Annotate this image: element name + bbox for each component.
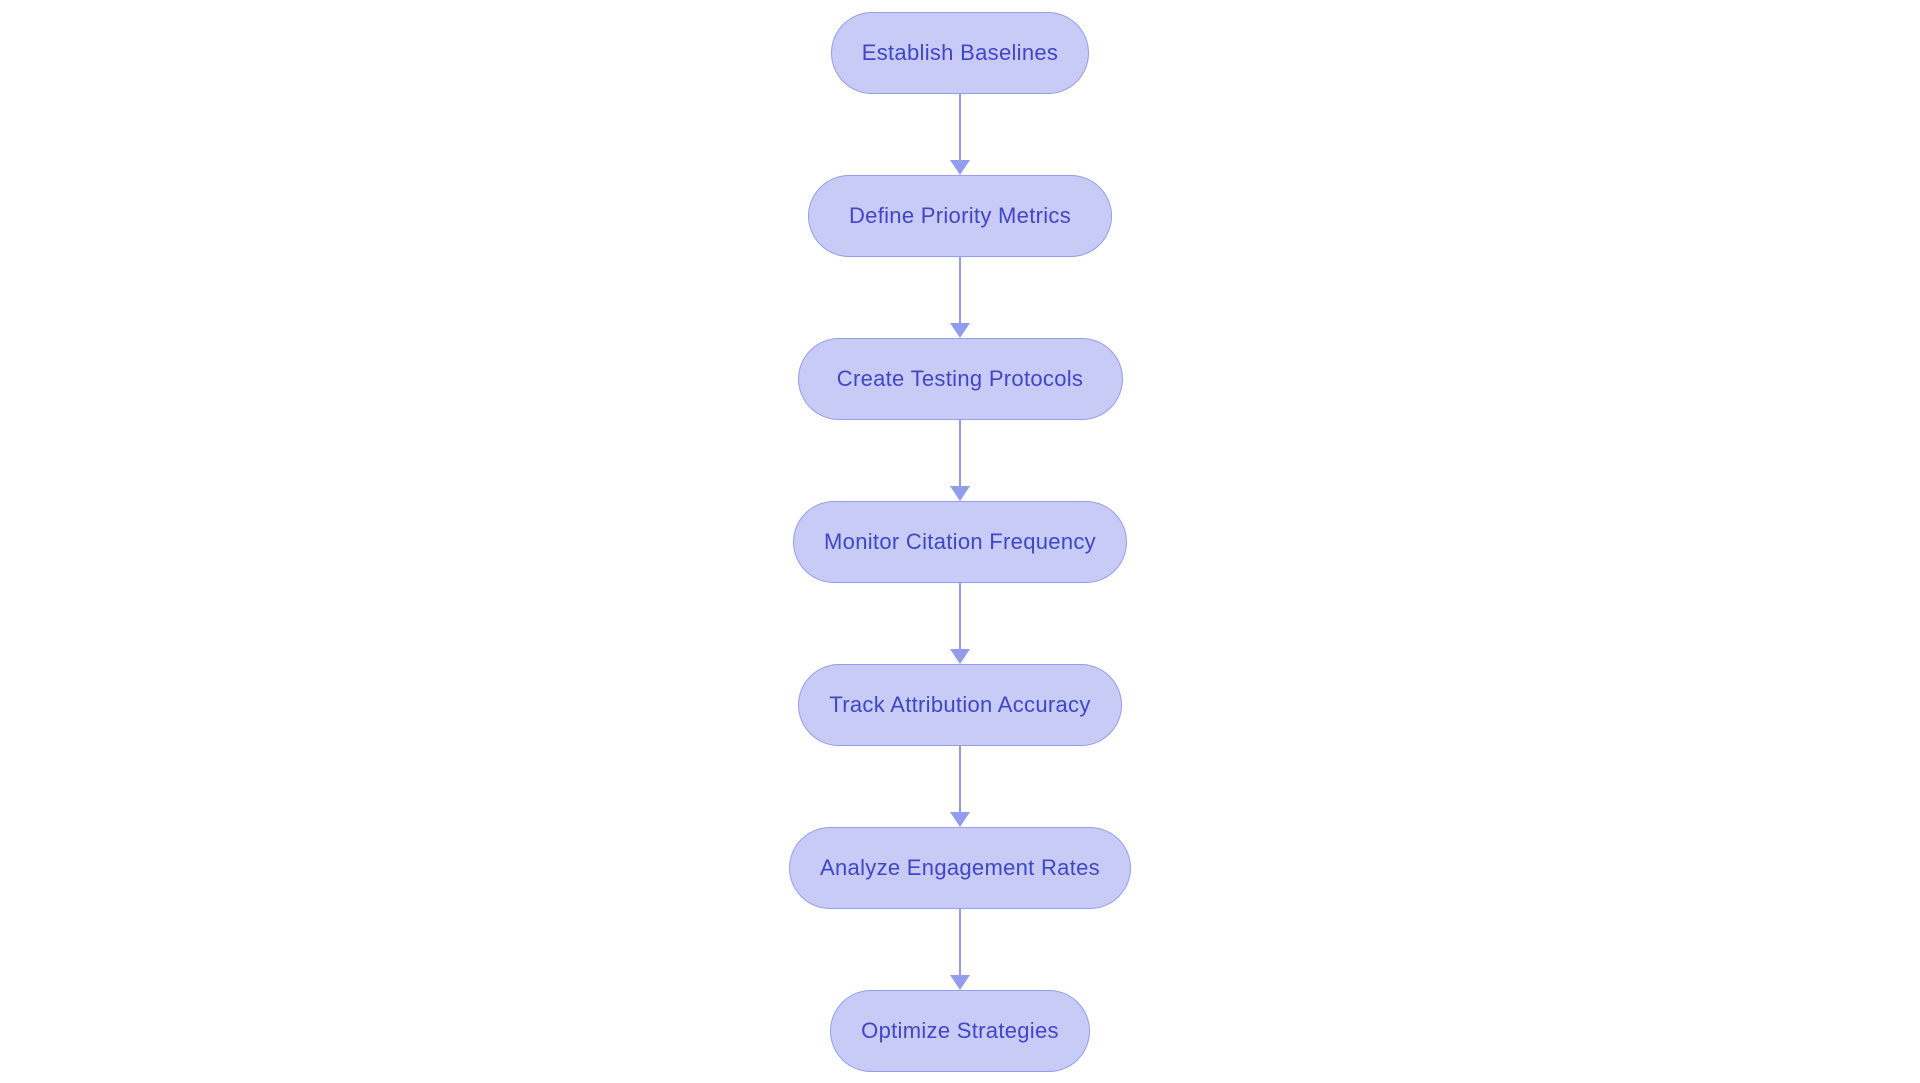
flow-node-optimize-strategies: Optimize Strategies [830,990,1090,1072]
flow-node-monitor-citation-frequency: Monitor Citation Frequency [793,501,1127,583]
flow-node-track-attribution-accuracy: Track Attribution Accuracy [798,664,1122,746]
arrow-line [958,746,962,813]
arrowhead-down-icon [950,486,970,501]
arrow-line [958,94,962,161]
down-arrow-connector [950,583,970,664]
flow-node-create-testing-protocols: Create Testing Protocols [797,338,1123,420]
down-arrow-connector [950,94,970,175]
arrowhead-down-icon [950,649,970,664]
flow-node-label: Establish Baselines [861,40,1059,65]
flow-node-analyze-engagement-rates: Analyze Engagement Rates [789,827,1131,909]
flow-node-label: Analyze Engagement Rates [820,855,1100,880]
flow-node-define-priority-metrics: Define Priority Metrics [808,175,1112,257]
arrow-line [958,257,962,324]
flow-node-establish-baselines: Establish Baselines [830,12,1090,94]
arrowhead-down-icon [950,160,970,175]
flow-node-label: Monitor Citation Frequency [824,529,1096,554]
flow-node-label: Define Priority Metrics [848,203,1072,228]
arrow-line [958,420,962,487]
arrowhead-down-icon [950,323,970,338]
arrow-line [958,583,962,650]
down-arrow-connector [950,420,970,501]
down-arrow-connector [950,257,970,338]
flow-node-label: Track Attribution Accuracy [829,692,1091,717]
arrowhead-down-icon [950,812,970,827]
flow-node-label: Create Testing Protocols [836,366,1084,391]
arrowhead-down-icon [950,975,970,990]
down-arrow-connector [950,909,970,990]
arrow-line [958,909,962,976]
down-arrow-connector [950,746,970,827]
flow-node-label: Optimize Strategies [861,1018,1059,1043]
